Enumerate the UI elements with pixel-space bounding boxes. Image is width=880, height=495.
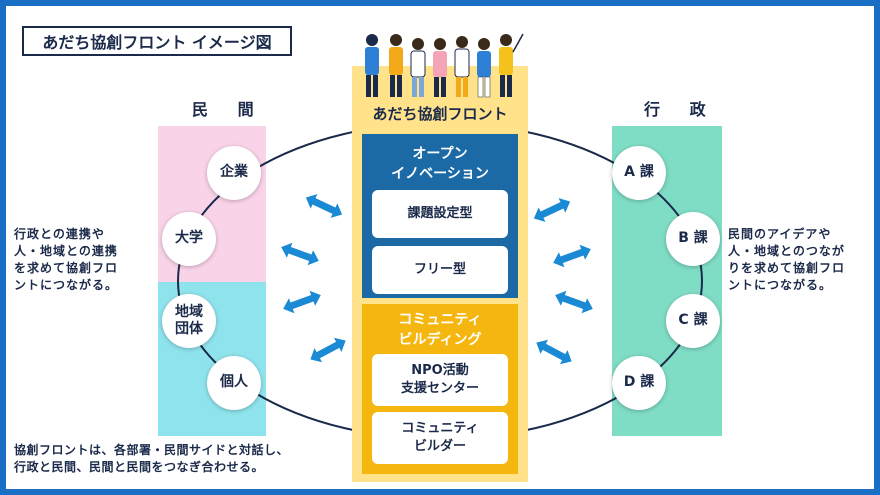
person-3 bbox=[410, 38, 426, 97]
person-7 bbox=[499, 33, 524, 97]
left-description: 行政との連携や 人・地域との連携 を求めて協創フロ ントにつながる。 bbox=[14, 227, 119, 292]
node-dept-b: B 課 bbox=[666, 212, 720, 266]
item-free-type: フリー型 bbox=[372, 246, 508, 294]
right-description: 民間のアイデアや 人・地域とのつなが りを求めて協創フロ ントにつながる。 bbox=[728, 227, 846, 292]
double-arrow-icon bbox=[550, 241, 594, 271]
item-community-builder: コミュニティ ビルダー bbox=[372, 412, 508, 464]
double-arrow-icon bbox=[280, 287, 324, 317]
person-2 bbox=[389, 34, 403, 97]
double-arrow-icon bbox=[552, 287, 596, 317]
item-npo-center: NPO活動 支援センター bbox=[372, 354, 508, 406]
double-arrow-icon bbox=[302, 190, 346, 222]
person-4 bbox=[433, 38, 447, 97]
double-arrow-icon bbox=[530, 194, 574, 226]
page-title: あだち協創フロント イメージ図 bbox=[22, 26, 292, 56]
bottom-description: 協創フロントは、各部署・民間サイドと対話し、 行政と民間、民間と民間をつなぎ合わ… bbox=[14, 443, 290, 474]
node-community-group: 地域 団体 bbox=[162, 294, 216, 348]
node-dept-d: D 課 bbox=[612, 356, 666, 410]
double-arrow-icon bbox=[532, 335, 576, 369]
double-arrow-icon bbox=[278, 239, 322, 269]
node-university: 大学 bbox=[162, 212, 216, 266]
arrows-layer bbox=[278, 190, 596, 369]
person-5 bbox=[454, 36, 470, 97]
double-arrow-icon bbox=[306, 333, 350, 367]
private-heading: 民 間 bbox=[192, 100, 266, 119]
government-heading: 行 政 bbox=[644, 100, 718, 119]
node-company: 企業 bbox=[207, 146, 261, 200]
item-issue-setting: 課題設定型 bbox=[372, 190, 508, 238]
node-individual: 個人 bbox=[207, 356, 261, 410]
open-innovation-title: オープン イノベーション bbox=[391, 146, 489, 182]
node-dept-c: C 課 bbox=[666, 294, 720, 348]
people-illustration bbox=[365, 33, 524, 98]
person-6 bbox=[477, 38, 491, 98]
node-dept-a: A 課 bbox=[612, 146, 666, 200]
community-building-title: コミュニティ ビルディング bbox=[398, 312, 482, 348]
diagram-frame: あだち協創フロント イメージ図 民 間 行 政 企業 大学 地域 団体 個人 A… bbox=[6, 6, 874, 489]
person-1 bbox=[365, 34, 379, 97]
center-heading: あだち協創フロント bbox=[372, 104, 508, 123]
